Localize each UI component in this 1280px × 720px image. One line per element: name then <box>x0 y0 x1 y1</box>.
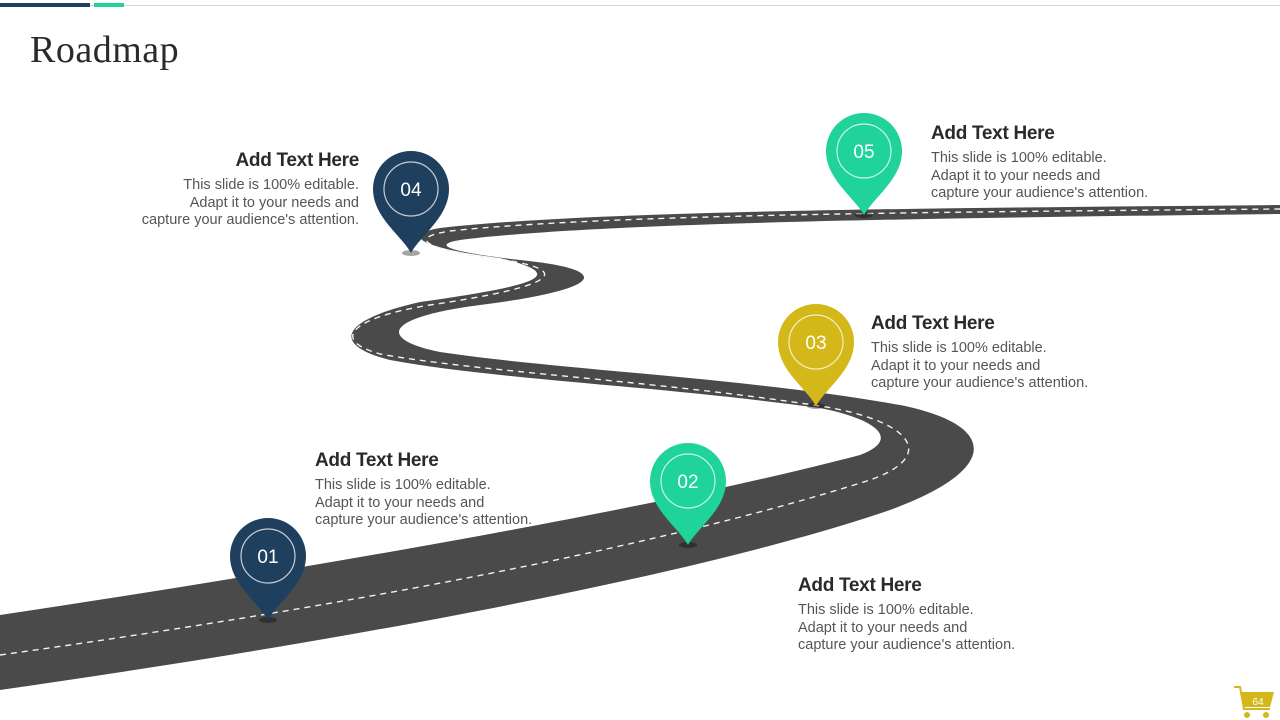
pin-inner-ring <box>836 123 892 179</box>
location-pin-icon <box>230 517 306 620</box>
milestone-01-heading: Add Text Here <box>315 450 439 471</box>
milestone-pin-05: 05 <box>826 113 902 218</box>
header-accent-navy <box>0 3 90 7</box>
pin-inner-ring <box>240 528 296 584</box>
milestone-number: 03 <box>805 333 826 354</box>
milestone-02-description: This slide is 100% editable. Adapt it to… <box>798 602 1016 653</box>
pin-inner-ring <box>660 453 716 509</box>
milestone-04-heading: Add Text Here <box>235 150 360 171</box>
page-number: 64 <box>1252 697 1264 708</box>
milestone-pin-02: 02 <box>650 443 726 548</box>
milestone-number: 01 <box>257 547 278 568</box>
milestone-05-heading: Add Text Here <box>931 123 1055 144</box>
milestone-01-text: Add Text Here This slide is 100% editabl… <box>315 450 575 530</box>
location-pin-icon <box>826 113 902 215</box>
milestone-01-description: This slide is 100% editable. Adapt it to… <box>315 477 533 528</box>
milestone-number: 04 <box>400 180 422 201</box>
location-pin-icon <box>373 151 449 253</box>
milestone-04-description: This slide is 100% editable. Adapt it to… <box>141 177 359 228</box>
milestone-number: 02 <box>677 472 698 493</box>
milestone-pin-01: 01 <box>230 517 306 623</box>
location-pin-icon <box>650 443 726 545</box>
shopping-cart-icon <box>1234 686 1274 718</box>
road <box>0 205 1280 690</box>
milestone-number: 05 <box>853 142 874 163</box>
page-title: Roadmap <box>30 29 180 71</box>
header-accent-green <box>94 3 124 7</box>
header-divider <box>0 5 1280 6</box>
milestone-05-text: Add Text Here This slide is 100% editabl… <box>931 123 1191 203</box>
milestone-05-description: This slide is 100% editable. Adapt it to… <box>931 150 1149 201</box>
milestone-03-heading: Add Text Here <box>871 313 995 334</box>
pin-inner-ring <box>383 161 439 217</box>
milestone-02-text: Add Text Here This slide is 100% editabl… <box>798 575 1058 655</box>
milestone-03-description: This slide is 100% editable. Adapt it to… <box>871 340 1089 391</box>
milestone-03-text: Add Text Here This slide is 100% editabl… <box>871 313 1131 393</box>
milestone-pin-03: 03 <box>778 304 854 409</box>
location-pin-icon <box>778 304 854 406</box>
road-center-dashes <box>0 208 1280 656</box>
milestone-04-text: Add Text Here This slide is 100% editabl… <box>99 150 360 230</box>
milestone-pins: 01 02 03 04 05 <box>230 113 902 623</box>
pin-inner-ring <box>788 314 844 370</box>
milestone-pin-04: 04 <box>373 151 449 256</box>
milestone-02-heading: Add Text Here <box>798 575 922 596</box>
